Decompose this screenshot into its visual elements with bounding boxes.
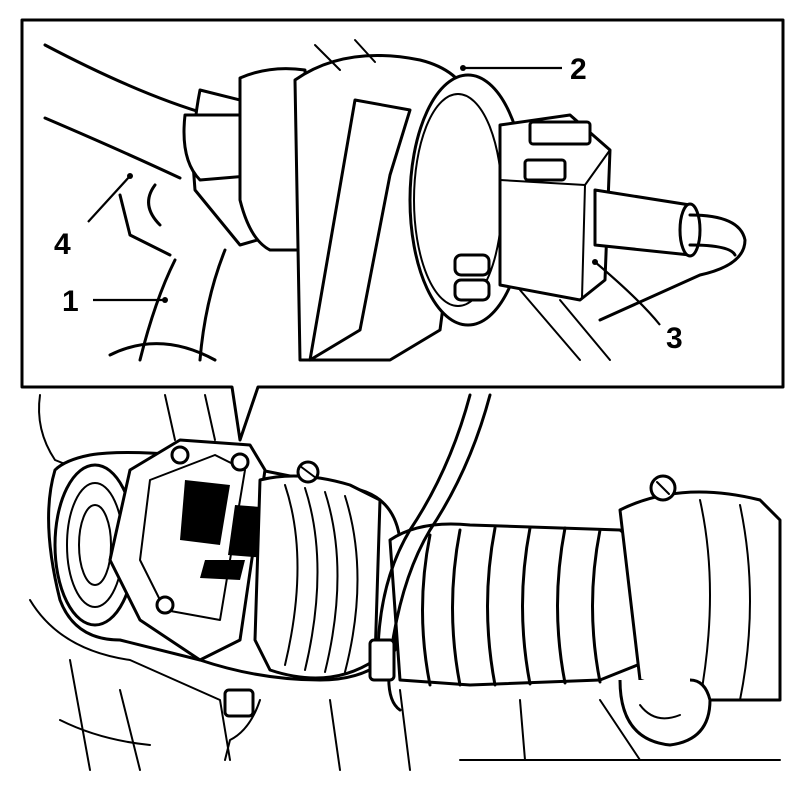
main-view [29, 393, 782, 771]
callout-label-4: 4 [54, 228, 71, 261]
callout-1: 1 [62, 285, 168, 318]
callout-label-2: 2 [570, 53, 587, 86]
callout-label-1: 1 [62, 285, 79, 318]
callout-3: 3 [592, 259, 683, 355]
callout-label-3: 3 [666, 322, 683, 355]
callout-2: 2 [460, 53, 587, 86]
callout-4: 4 [54, 173, 133, 261]
intake-hose [253, 474, 782, 702]
detail-inset: 2 3 4 1 [20, 18, 785, 442]
